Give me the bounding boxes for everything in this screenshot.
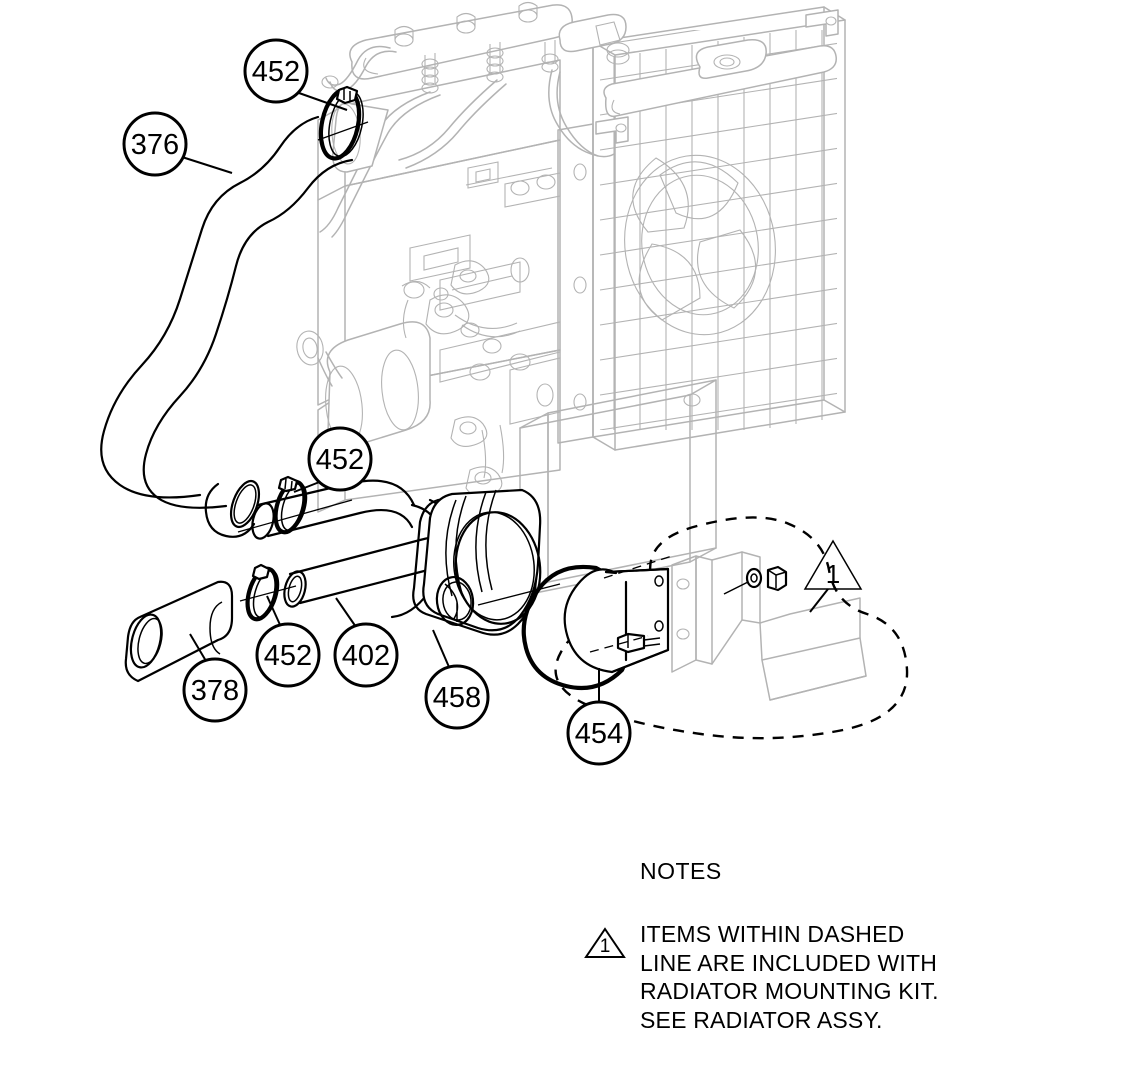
part-452-clamp-low xyxy=(239,563,297,622)
svg-text:378: 378 xyxy=(191,675,239,707)
part-452-clamp-top xyxy=(317,85,369,161)
notes-title: NOTES xyxy=(640,858,722,884)
radiator-mounting-bracket-phantom xyxy=(671,551,867,701)
radiator-core xyxy=(557,6,846,451)
callout-452-mid[interactable]: 452 xyxy=(293,426,373,493)
notes-block: NOTES 1 ITEMS WITHIN DASHED LINE ARE INC… xyxy=(584,858,939,1033)
part-458-air-cleaner xyxy=(412,488,561,636)
svg-text:458: 458 xyxy=(433,682,481,714)
part-376-radiator-hose xyxy=(100,115,354,538)
part-452-clamp-mid xyxy=(273,475,308,535)
svg-text:376: 376 xyxy=(131,129,179,161)
callout-452-low[interactable]: 452 xyxy=(255,595,321,688)
callout-376[interactable]: 376 xyxy=(122,111,233,177)
note-1-triangle-callout: 1 xyxy=(803,539,863,613)
svg-text:454: 454 xyxy=(575,718,623,750)
svg-text:402: 402 xyxy=(342,640,390,672)
engine-assembly-phantom xyxy=(296,1,846,597)
callout-378[interactable]: 378 xyxy=(182,633,248,723)
bracket-hardware xyxy=(723,565,788,595)
callout-458[interactable]: 458 xyxy=(424,629,490,730)
svg-text:452: 452 xyxy=(252,56,300,88)
note-1-triangle-icon: 1 xyxy=(584,927,626,958)
note-1-symbol: 1 xyxy=(600,936,611,957)
part-378-intake-sleeve xyxy=(124,580,234,683)
callout-452-top[interactable]: 452 xyxy=(243,38,348,111)
callout-454[interactable]: 454 xyxy=(566,668,632,766)
callout-402[interactable]: 402 xyxy=(333,597,399,688)
callout-bubbles: 452 376 452 452 378 xyxy=(122,38,632,766)
svg-text:452: 452 xyxy=(264,640,312,672)
note-item-1: 1 ITEMS WITHIN DASHED LINE ARE INCLUDED … xyxy=(584,920,1060,1034)
note-1-text: ITEMS WITHIN DASHED LINE ARE INCLUDED WI… xyxy=(640,921,939,1033)
engine-block xyxy=(296,1,717,597)
part-454-air-intake-shield xyxy=(521,555,673,691)
dashed-inclusion-boundary xyxy=(554,516,909,740)
svg-text:452: 452 xyxy=(316,444,364,476)
svg-text:1: 1 xyxy=(826,559,840,589)
